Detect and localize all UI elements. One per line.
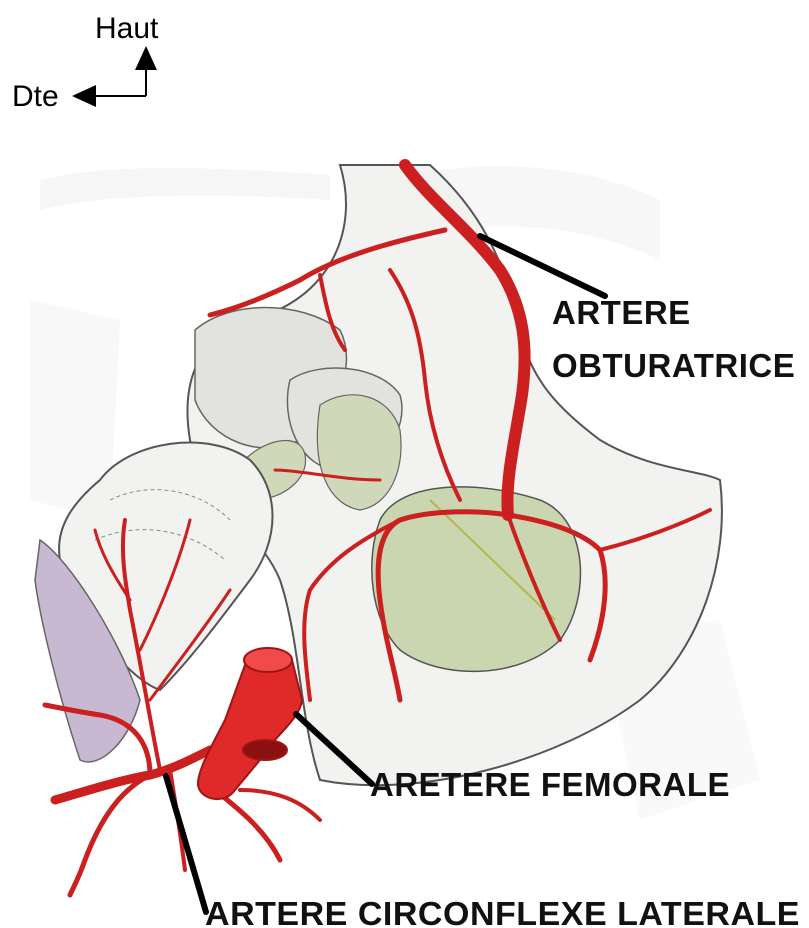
femoral-label: ARETERE FEMORALE — [370, 766, 730, 803]
up-label: Haut — [95, 12, 159, 45]
obturator-membrane — [372, 487, 581, 672]
left-arrow-icon — [72, 85, 96, 107]
lateral-circumflex-artery — [55, 750, 210, 800]
circumflex-label: ARTERE CIRCONFLEXE LATERALE — [205, 895, 800, 928]
femoral-artery — [198, 648, 302, 799]
up-arrow-icon — [135, 46, 157, 70]
obturator-label-line1: ARTERE — [552, 294, 691, 331]
right-label: Dte — [12, 80, 59, 113]
orientation-indicator: Haut Dte — [12, 12, 159, 113]
obturator-label-line2: OBTURATRICE — [552, 347, 795, 384]
circumflex-pointer — [166, 776, 206, 912]
